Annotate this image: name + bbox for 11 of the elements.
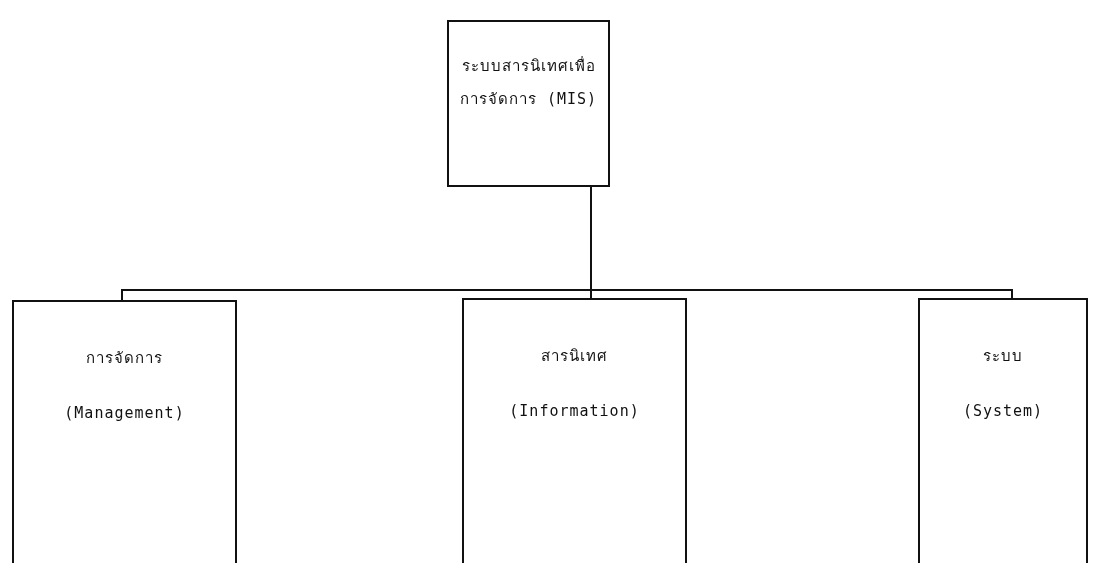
box-label: สารนิเทศ: [540, 346, 609, 367]
box-label: ระบบ: [982, 346, 1024, 367]
box-label: ระบบสารนิเทศเพื่อการจัดการ (MIS): [458, 55, 599, 110]
box-label: (System): [961, 401, 1045, 422]
concept-box: [12, 300, 237, 563]
box-label: (Information): [508, 401, 641, 422]
concept-box: [462, 298, 687, 563]
box-label: (Management): [63, 403, 186, 424]
concept-box: [918, 298, 1088, 563]
box-label: การจัดการ: [85, 348, 164, 369]
concept-box: [447, 20, 610, 187]
